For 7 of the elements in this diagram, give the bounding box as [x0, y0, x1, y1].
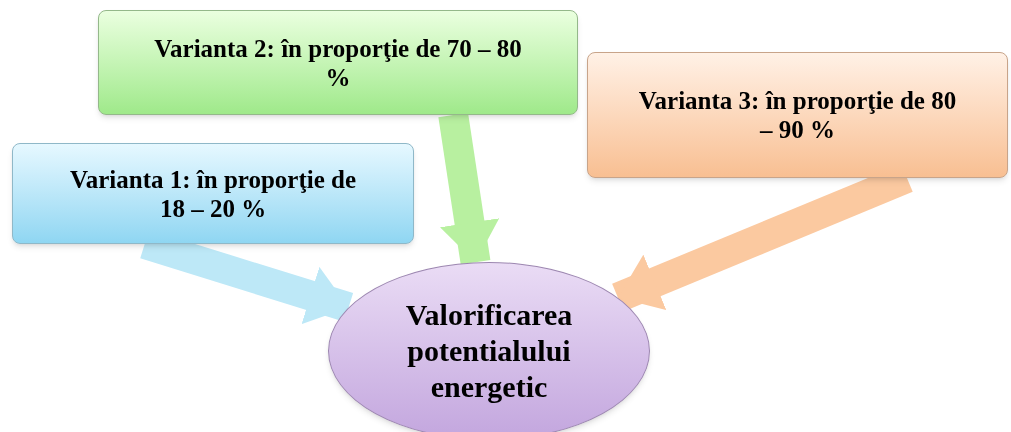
node-label: Varianta 3: în proporţie de 80 – 90 %	[637, 86, 958, 144]
node-label: Varianta 1: în proporţie de 18 – 20 %	[68, 164, 358, 223]
text-box	[98, 10, 578, 115]
node-label: Valorificarea potentialului energetic	[404, 297, 574, 405]
node-label: Varianta 2: în proporţie de 70 – 80 %	[153, 33, 523, 92]
text-box	[587, 52, 1008, 178]
text-box	[12, 143, 414, 244]
